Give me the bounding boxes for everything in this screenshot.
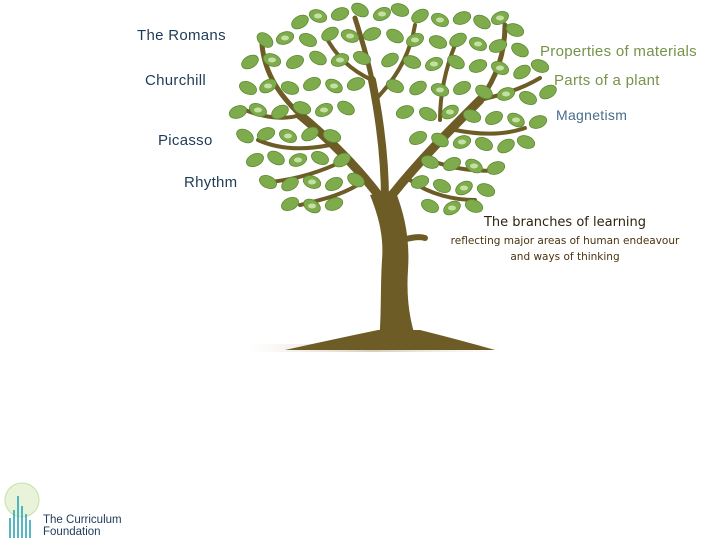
- logo-text-line1: The Curriculum: [43, 514, 122, 526]
- label-churchill: Churchill: [145, 72, 207, 89]
- label-picasso: Picasso: [158, 132, 213, 149]
- caption-subtitle-line2: and ways of thinking: [510, 251, 620, 263]
- label-properties-of-materials: Properties of materials: [540, 43, 697, 60]
- label-rhythm: Rhythm: [184, 174, 238, 191]
- label-magnetism: Magnetism: [556, 107, 628, 123]
- tree-leaves: [228, 2, 557, 216]
- logo-lines: [9, 496, 31, 538]
- logo-text-line2: Foundation: [43, 526, 101, 538]
- tree-leaf-highlights: [254, 11, 520, 211]
- curriculum-foundation-logo: [4, 482, 40, 538]
- label-the-romans: The Romans: [137, 27, 226, 44]
- label-parts-of-a-plant: Parts of a plant: [554, 72, 660, 89]
- tree-trunk: [285, 190, 495, 350]
- caption-subtitle-line1: reflecting major areas of human endeavou…: [450, 235, 680, 247]
- caption-title: The branches of learning: [483, 215, 647, 230]
